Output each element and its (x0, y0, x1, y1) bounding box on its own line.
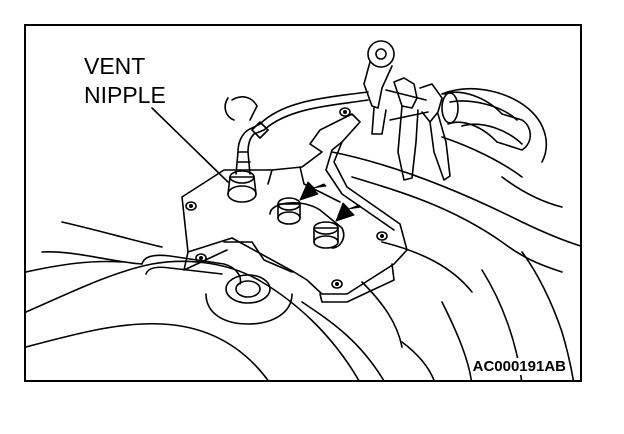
lower-pipe (141, 241, 293, 325)
vent-label-line2: NIPPLE (84, 82, 166, 108)
vent-nipple (227, 151, 257, 203)
vent-label-line1: VENT (84, 53, 146, 79)
hose-clamp-tool (363, 40, 451, 181)
figure-code: AC000191AB (470, 358, 568, 375)
diagram-frame: AC000191AB (24, 24, 582, 382)
engine-contours (26, 88, 580, 380)
large-hose (441, 91, 532, 151)
vent-nipple-leader (151, 107, 229, 183)
test-plugs (269, 197, 345, 249)
direction-arrows (299, 181, 362, 222)
engine-illustration (26, 40, 580, 380)
bracket-bolts (185, 107, 388, 289)
vent-hose (237, 91, 369, 153)
